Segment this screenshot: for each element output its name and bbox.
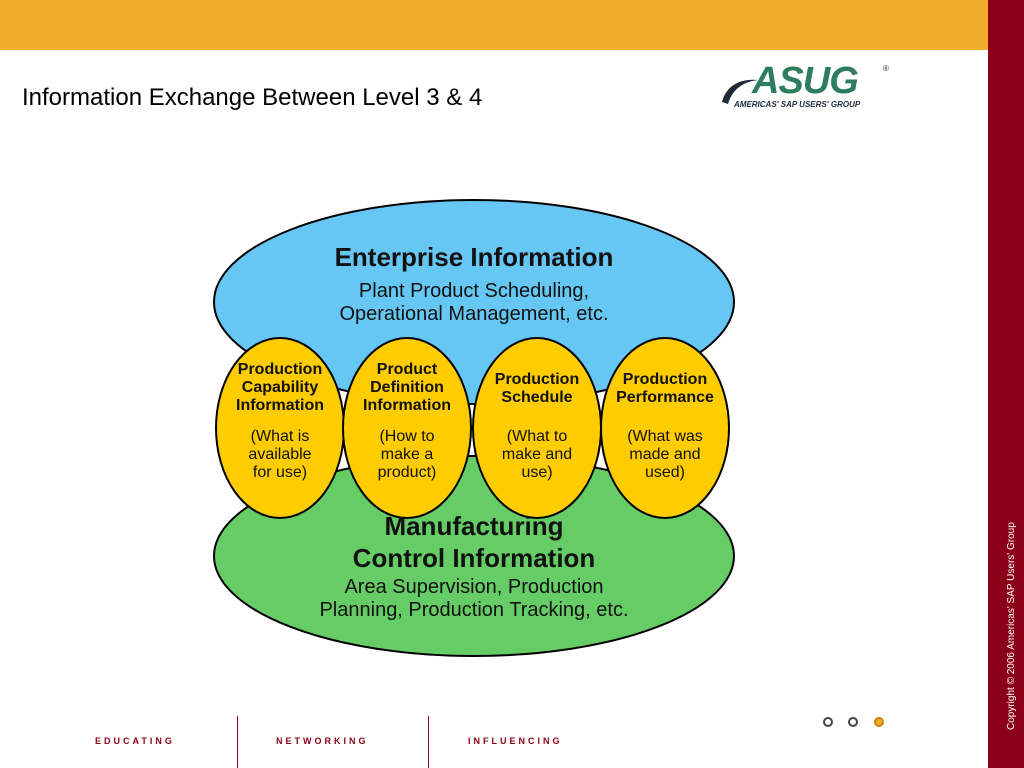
- logo-registered-mark: ®: [883, 64, 889, 73]
- exchange-desc-line: (How to: [379, 428, 434, 445]
- enterprise-title: Enterprise Information: [335, 242, 614, 272]
- exchange-desc-line: (What is: [251, 428, 310, 445]
- manufacturing-line-1: Area Supervision, Production: [344, 576, 603, 598]
- footer-networking: NETWORKING: [276, 736, 369, 746]
- exchange-desc-line: use): [521, 464, 552, 481]
- slide-title: Information Exchange Between Level 3 & 4: [22, 84, 483, 111]
- manufacturing-title-2: Control Information: [353, 543, 596, 573]
- logo-tagline: AMERICAS' SAP USERS' GROUP: [734, 100, 861, 109]
- manufacturing-line-2: Planning, Production Tracking, etc.: [319, 599, 628, 621]
- exchange-desc-line: made and: [629, 446, 700, 463]
- exchange-ellipse: [600, 337, 730, 519]
- enterprise-line-1: Plant Product Scheduling,: [359, 280, 589, 302]
- copyright-text: Copyright © 2006 Americas' SAP Users' Gr…: [1006, 522, 1017, 730]
- exchange-desc-line: used): [645, 464, 685, 481]
- exchange-title-line: Schedule: [501, 389, 572, 406]
- exchange-title-line: Production: [495, 371, 579, 388]
- right-accent-bar: [988, 0, 1024, 768]
- exchange-title-line: Information: [236, 397, 324, 414]
- exchange-desc-line: make and: [502, 446, 572, 463]
- top-band: [0, 0, 988, 50]
- exchange-title-line: Performance: [616, 389, 714, 406]
- exchange-title-line: Information: [363, 397, 451, 414]
- exchange-ellipse: [342, 337, 472, 519]
- exchange-title-line: Capability: [242, 379, 319, 396]
- information-exchange-diagram: Enterprise Information Plant Product Sch…: [213, 199, 735, 657]
- logo-swoosh-icon: [722, 79, 758, 104]
- logo-wordmark: ASUG: [752, 60, 859, 102]
- enterprise-line-2: Operational Management, etc.: [339, 303, 608, 325]
- exchange-title-line: Product: [377, 361, 438, 378]
- nav-dot-2[interactable]: [848, 717, 858, 727]
- enterprise-information-ellipse: [213, 199, 735, 405]
- footer-influencing: INFLUENCING: [468, 736, 563, 746]
- footer-educating: EDUCATING: [95, 736, 175, 746]
- exchange-desc-line: (What was: [627, 428, 703, 445]
- exchange-desc-line: available: [248, 446, 311, 463]
- asug-logo: ASUG ® AMERICAS' SAP USERS' GROUP: [720, 60, 890, 116]
- exchange-title-line: Production: [238, 361, 322, 378]
- exchange-desc-line: for use): [253, 464, 307, 481]
- nav-dot-3[interactable]: [874, 717, 884, 727]
- exchange-desc-line: (What to: [507, 428, 568, 445]
- exchange-desc-line: make a: [381, 446, 434, 463]
- exchange-desc-line: product): [378, 464, 437, 481]
- nav-dot-1[interactable]: [823, 717, 833, 727]
- footer-divider: [237, 716, 238, 768]
- footer-divider: [428, 716, 429, 768]
- manufacturing-control-ellipse: [213, 455, 735, 657]
- manufacturing-title-1: Manufacturing: [384, 511, 563, 541]
- exchange-title-line: Production: [623, 371, 707, 388]
- exchange-title-line: Definition: [370, 379, 444, 396]
